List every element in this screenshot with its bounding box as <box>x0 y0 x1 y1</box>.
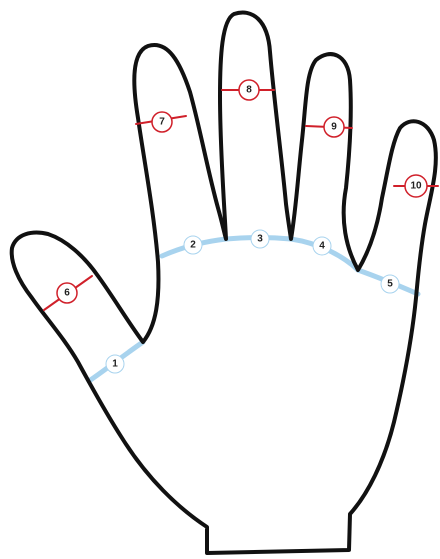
finger-label-7: 7 <box>152 112 172 132</box>
palm-segments <box>89 238 418 382</box>
palm-label-3: 3 <box>251 230 269 248</box>
finger-label-10: 10 <box>405 175 427 197</box>
hand-outline <box>12 13 436 553</box>
palm-label-1: 1 <box>106 355 124 373</box>
palm-label-5: 5 <box>381 275 399 293</box>
palm-label-4: 4 <box>313 237 331 255</box>
palm-label-4-text: 4 <box>319 241 325 252</box>
palm-label-5-text: 5 <box>387 279 393 290</box>
finger-label-10-text: 10 <box>410 181 422 192</box>
palm-labels: 1 2 3 4 5 <box>106 230 399 373</box>
finger-label-7-text: 7 <box>159 117 165 128</box>
finger-label-6: 6 <box>57 283 77 303</box>
finger-label-8: 8 <box>239 80 259 100</box>
palm-label-2: 2 <box>184 236 202 254</box>
palm-label-3-text: 3 <box>257 234 263 245</box>
finger-label-9-text: 9 <box>331 122 337 133</box>
palm-label-1-text: 1 <box>112 359 118 370</box>
finger-labels: 6 7 8 9 10 <box>57 80 427 303</box>
palm-label-2-text: 2 <box>190 240 196 251</box>
finger-label-8-text: 8 <box>246 85 252 96</box>
finger-label-9: 9 <box>324 117 344 137</box>
finger-label-6-text: 6 <box>64 288 70 299</box>
